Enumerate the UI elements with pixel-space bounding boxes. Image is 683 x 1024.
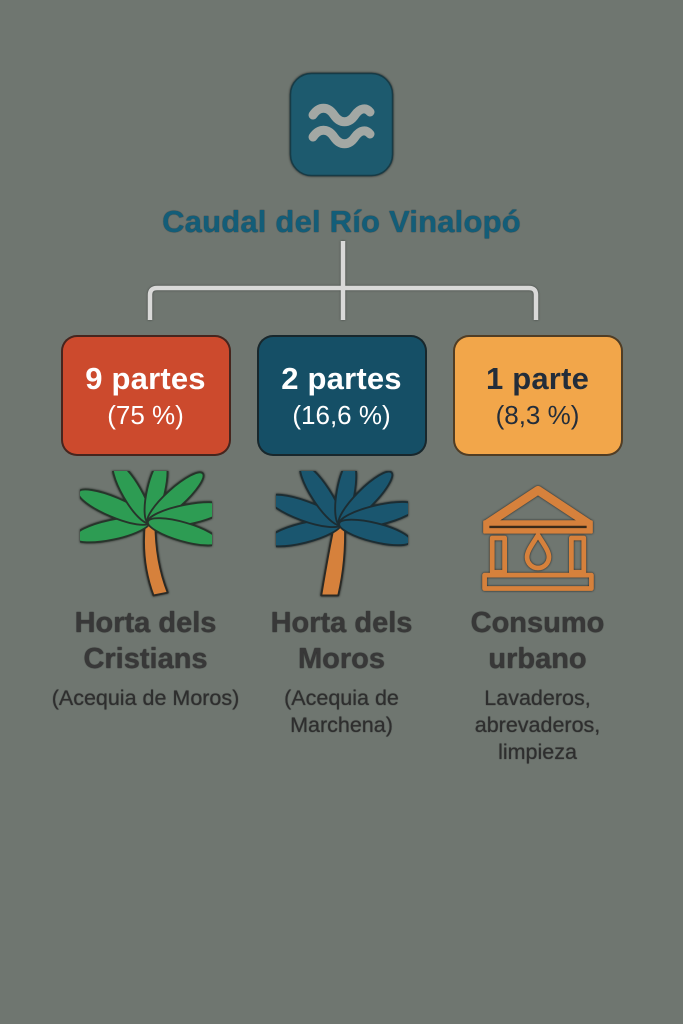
palm-tree-green-icon	[79, 471, 212, 603]
branch-subtitle: Lavaderos, abrevaderos, limpieza	[474, 686, 601, 764]
page-title: Caudal del Río Vinalopó	[162, 204, 521, 239]
branch-name: Consumo urbano	[470, 607, 605, 675]
share-box-2-partes: 2 partes (16,6 %)	[256, 335, 427, 456]
share-box-9-partes: 9 partes (75 %)	[60, 335, 231, 456]
branch-horta-dels-moros: 2 partes (16,6 %)	[256, 335, 427, 766]
lavadero-building-icon	[476, 471, 600, 603]
branch-name: Horta dels Moros	[270, 607, 413, 675]
share-box-1-parte: 1 parte (8,3 %)	[452, 335, 623, 456]
root-node: Caudal del Río Vinalopó	[0, 0, 683, 241]
branch-subtitle: (Acequia de Marchena)	[284, 686, 399, 737]
branch-horta-dels-cristians: 9 partes (75 %)	[52, 335, 239, 766]
branch-consumo-urbano: 1 parte (8,3 %) Consumo urbano	[452, 335, 623, 766]
share-parts-label: 9 partes	[85, 360, 206, 396]
share-parts-label: 2 partes	[281, 360, 402, 396]
branch-connector-lines	[147, 241, 539, 320]
share-parts-label: 1 parte	[485, 360, 590, 396]
share-percent-label: (16,6 %)	[292, 399, 391, 430]
branch-name: Horta dels Cristians	[74, 607, 217, 675]
share-percent-label: (75 %)	[107, 399, 184, 430]
water-waves-icon	[289, 72, 394, 177]
branch-subtitle: (Acequia de Moros)	[51, 686, 240, 710]
branches-row: 9 partes (75 %)	[0, 335, 683, 766]
share-percent-label: (8,3 %)	[495, 399, 580, 430]
palm-tree-teal-icon	[275, 471, 408, 603]
